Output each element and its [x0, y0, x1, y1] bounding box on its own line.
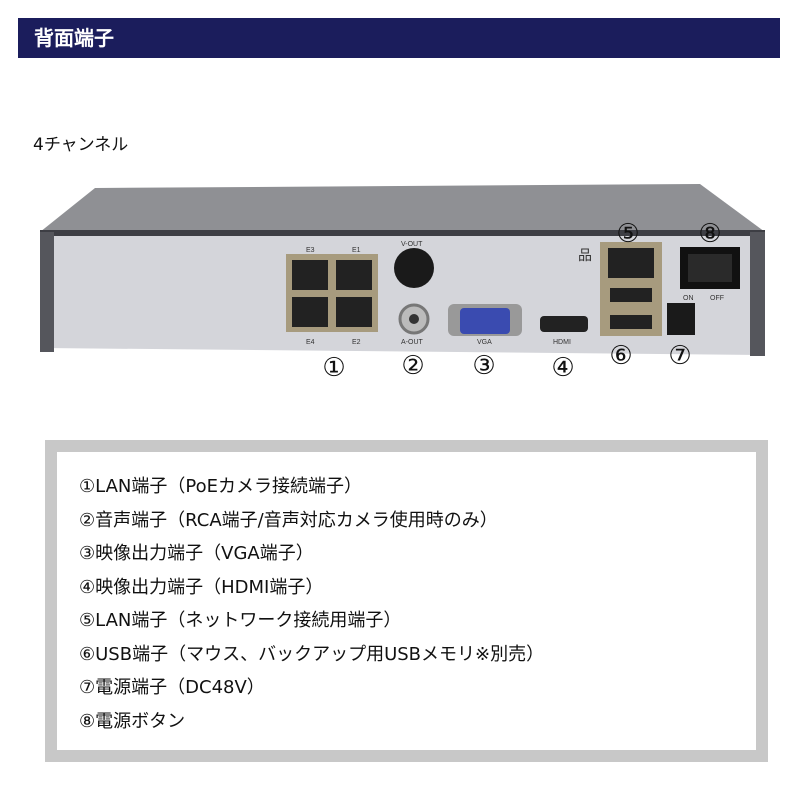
legend-item: ⑧電源ボタン — [79, 710, 186, 732]
hdmi-port — [540, 316, 588, 332]
legend-box: ①LAN端子（PoEカメラ接続端子） ②音声端子（RCA端子/音声対応カメラ使用… — [45, 440, 768, 762]
port-label: E2 — [352, 339, 361, 346]
channel-label: 4チャンネル — [33, 135, 129, 155]
port-label: A-OUT — [401, 339, 424, 346]
usb-port — [610, 288, 652, 302]
legend-item: ⑥USB端子（マウス、バックアップ用USBメモリ※別売） — [79, 643, 545, 665]
callout-5: ⑤ — [616, 219, 639, 249]
port-label: E1 — [352, 247, 361, 254]
port-label: V-OUT — [401, 241, 423, 248]
port-label: HDMI — [553, 339, 571, 346]
legend-item: ①LAN端子（PoEカメラ接続端子） — [79, 476, 362, 497]
nvr-rear-photo: 品 E3 E1 E4 E2 V-OUT A-OUT VGA HDMI ON OF… — [40, 184, 765, 383]
port-label: VGA — [477, 339, 492, 346]
callout-4: ④ — [551, 353, 574, 383]
dc-jack — [667, 303, 695, 335]
callout-2: ② — [401, 351, 424, 381]
callout-8: ⑧ — [698, 219, 721, 249]
callout-6: ⑥ — [609, 341, 632, 371]
network-icon: 品 — [578, 247, 592, 263]
section-header: 背面端子 — [18, 18, 780, 58]
callout-1: ① — [322, 353, 345, 383]
port-label: OFF — [710, 295, 724, 302]
lan-port — [608, 248, 654, 278]
device-top — [40, 184, 765, 232]
legend-item: ③映像出力端子（VGA端子） — [79, 543, 314, 564]
legend-item: ②音声端子（RCA端子/音声対応カメラ使用時のみ） — [79, 509, 498, 531]
legend-item: ④映像出力端子（HDMI端子） — [79, 576, 324, 598]
v-out-cap — [394, 248, 434, 288]
usb-port — [610, 315, 652, 329]
port-label: E4 — [306, 339, 315, 346]
callout-7: ⑦ — [668, 341, 691, 371]
section-title: 背面端子 — [34, 26, 114, 50]
legend-item: ⑤LAN端子（ネットワーク接続用端子） — [79, 610, 402, 631]
vga-port — [460, 308, 510, 334]
port-label: ON — [683, 295, 694, 302]
port-label: E3 — [306, 247, 315, 254]
legend-item: ⑦電源端子（DC48V） — [79, 677, 265, 698]
callout-3: ③ — [472, 351, 495, 381]
